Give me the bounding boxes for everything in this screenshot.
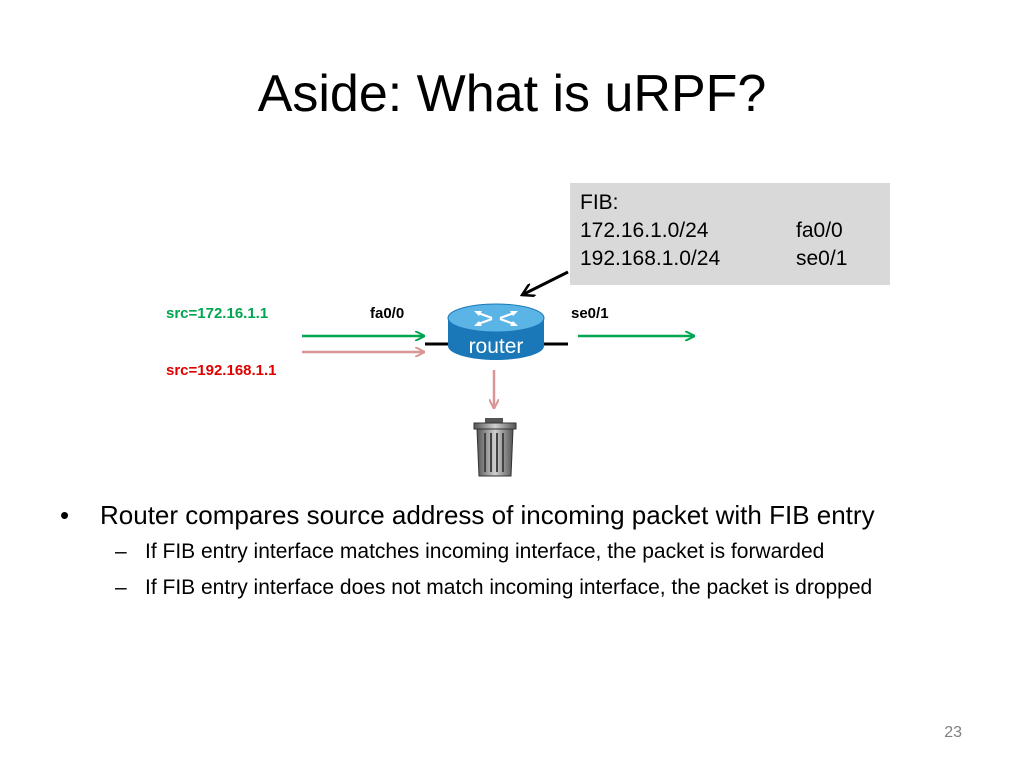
fib-table: FIB: 172.16.1.0/24 fa0/0 192.168.1.0/24 … xyxy=(570,183,890,285)
bullet-list: • Router compares source address of inco… xyxy=(60,498,980,604)
sub-bullet-item: – If FIB entry interface does not match … xyxy=(60,572,955,604)
fib-entry-prefix: 192.168.1.0/24 xyxy=(580,247,721,270)
bullet-item: • Router compares source address of inco… xyxy=(60,498,980,532)
fib-entry-interface: fa0/0 xyxy=(796,219,843,242)
src-forwarded-label: src=172.16.1.1 xyxy=(166,305,269,322)
trash-icon xyxy=(473,418,517,477)
router-icon xyxy=(447,303,545,360)
fib-entry-prefix: 172.16.1.0/24 xyxy=(580,219,709,242)
sub-bullet-text: If FIB entry interface does not match in… xyxy=(145,576,873,599)
page-number: 23 xyxy=(944,724,962,741)
bullet-text: Router compares source address of incomi… xyxy=(100,500,875,530)
fib-pointer-arrow xyxy=(522,270,569,295)
src-dropped-label: src=192.168.1.1 xyxy=(166,362,277,379)
sub-bullet-text: If FIB entry interface matches incoming … xyxy=(145,540,825,563)
outgoing-interface-label: se0/1 xyxy=(571,305,609,322)
bullet-dot-icon: • xyxy=(60,500,70,530)
fib-heading: FIB: xyxy=(580,191,619,214)
slide-title: Aside: What is uRPF? xyxy=(257,65,767,123)
sub-bullet-item: – If FIB entry interface matches incomin… xyxy=(60,536,955,568)
dash-icon: – xyxy=(115,576,127,599)
fib-entry-interface: se0/1 xyxy=(796,247,848,270)
router-label: router xyxy=(469,335,524,358)
dash-icon: – xyxy=(115,540,127,563)
incoming-interface-label: fa0/0 xyxy=(370,305,405,322)
